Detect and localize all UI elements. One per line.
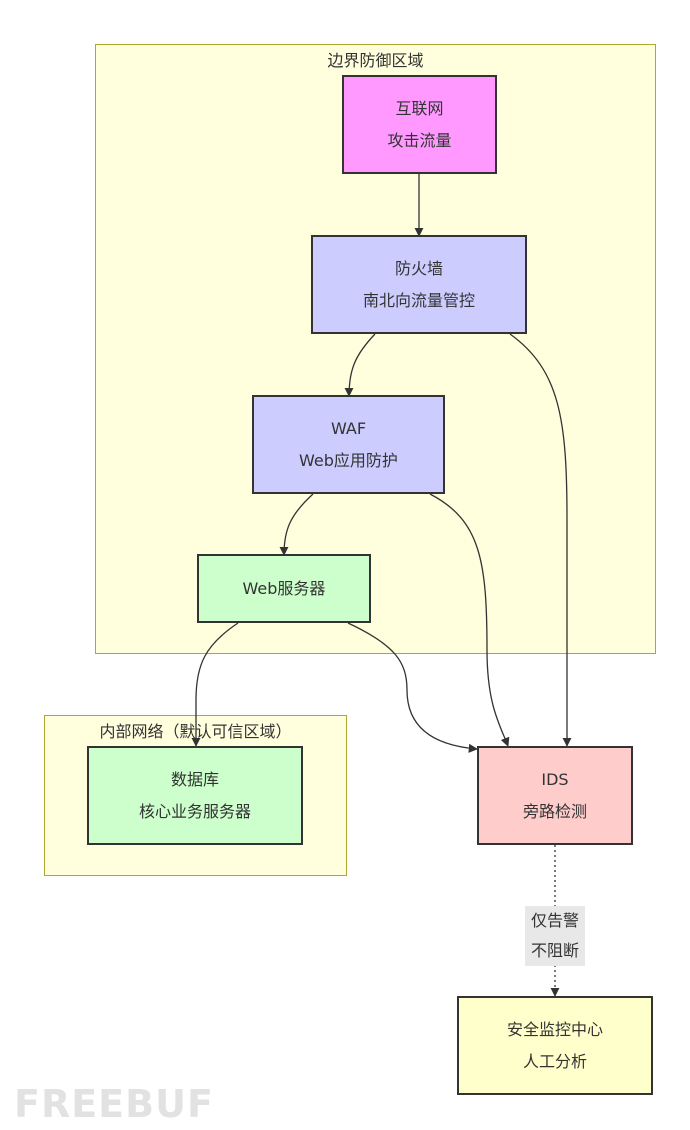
- node-ids-line1: IDS: [541, 769, 569, 789]
- node-waf[interactable]: WAF Web应用防护: [252, 395, 445, 494]
- edge-waf-ids: [429, 493, 510, 747]
- edge-webserver-database: [191, 622, 239, 747]
- node-soc-line2: 人工分析: [522, 1051, 587, 1071]
- node-soc-line1: 安全监控中心: [506, 1019, 603, 1039]
- node-internet[interactable]: 互联网 攻击流量: [342, 75, 497, 174]
- node-waf-line1: WAF: [330, 418, 367, 438]
- edge-label-ids-soc: 仅告警 不阻断: [525, 906, 585, 966]
- edge-firewall-ids: [509, 333, 572, 747]
- node-ids-line2: 旁路检测: [522, 801, 587, 821]
- node-database-line2: 核心业务服务器: [138, 801, 251, 821]
- node-internet-line2: 攻击流量: [387, 130, 452, 150]
- node-firewall[interactable]: 防火墙 南北向流量管控: [311, 235, 527, 334]
- edge-waf-webserver: [279, 493, 314, 556]
- node-ids[interactable]: IDS 旁路检测: [477, 746, 633, 845]
- freebuf-watermark: FREEBUF: [14, 1082, 214, 1126]
- boundary-zone-title: 边界防御区域: [327, 51, 424, 70]
- node-waf-line2: Web应用防护: [299, 450, 398, 470]
- node-firewall-line1: 防火墙: [394, 258, 443, 278]
- edge-label-line1: 仅告警: [530, 911, 579, 930]
- node-internet-line1: 互联网: [395, 98, 444, 118]
- node-database-line1: 数据库: [170, 769, 219, 789]
- node-database[interactable]: 数据库 核心业务服务器: [87, 746, 303, 845]
- edge-label-line2: 不阻断: [530, 941, 579, 960]
- node-firewall-line2: 南北向流量管控: [362, 290, 475, 310]
- edge-firewall-waf: [344, 333, 376, 397]
- edge-webserver-ids: [347, 622, 478, 753]
- node-webserver-line1: Web服务器: [242, 578, 326, 598]
- node-soc[interactable]: 安全监控中心 人工分析: [457, 996, 653, 1095]
- node-webserver[interactable]: Web服务器: [197, 554, 371, 623]
